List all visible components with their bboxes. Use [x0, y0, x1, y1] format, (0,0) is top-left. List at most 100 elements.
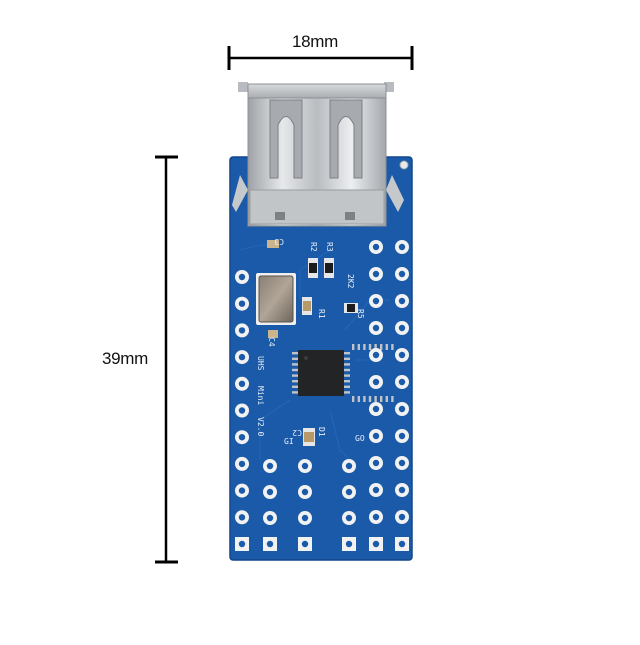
header-pad — [235, 403, 249, 418]
header-pad — [235, 323, 249, 338]
header-pad — [369, 456, 383, 470]
silk-c3: C3 — [274, 237, 284, 246]
silk-go: GO — [355, 434, 365, 443]
header-pad — [342, 537, 356, 551]
width-dimension-label: 18mm — [292, 32, 339, 51]
microcontroller-chip — [292, 344, 394, 402]
chip-pin — [344, 368, 350, 372]
header-pad — [342, 459, 356, 473]
header-pad — [263, 537, 277, 551]
header-pad — [369, 537, 383, 551]
diode-d1 — [303, 428, 315, 446]
header-pad — [298, 459, 312, 473]
header-pad — [369, 348, 383, 362]
chip-pin — [391, 396, 394, 402]
chip-pin — [292, 374, 298, 377]
header-pad — [298, 511, 312, 525]
resistor-r2 — [308, 258, 318, 278]
chip-pin — [292, 368, 298, 372]
chip-pin — [363, 344, 366, 350]
header-pad — [395, 294, 409, 308]
chip-pin — [385, 396, 388, 402]
header-pad — [342, 511, 356, 525]
header-pad — [235, 270, 249, 284]
header-pad — [235, 510, 249, 525]
chip-pin — [380, 396, 383, 402]
silk-mini: Mini — [256, 386, 265, 405]
chip-pin — [292, 385, 298, 388]
silk-r5: R5 — [356, 309, 365, 319]
chip-pin — [391, 344, 394, 350]
header-pad — [395, 537, 409, 551]
header-pad — [263, 511, 277, 525]
chip-pin — [368, 344, 372, 350]
header-pad — [369, 321, 383, 335]
header-pad — [369, 510, 383, 524]
chip-pin — [374, 344, 377, 350]
header-pad — [369, 294, 383, 308]
silk-uhs: UHS — [256, 356, 265, 371]
chip-pin — [357, 344, 360, 350]
silk-c4: C4 — [267, 337, 276, 347]
silk-c2: C2 — [292, 428, 302, 437]
chip-pin — [344, 374, 350, 377]
header-pad — [235, 456, 249, 471]
header-pad — [395, 483, 409, 497]
chip-pin — [357, 396, 360, 402]
header-pad — [395, 429, 409, 443]
chip-pin — [368, 396, 372, 402]
silk-r1: R1 — [317, 309, 326, 319]
width-dimension-line — [227, 46, 414, 70]
capacitor-c1 — [302, 297, 312, 315]
chip-pin — [292, 363, 298, 366]
header-pad — [263, 485, 277, 499]
header-pads — [235, 240, 409, 551]
height-dimension-line — [155, 155, 178, 564]
capacitor-c4 — [267, 240, 279, 248]
resistor-r5 — [344, 303, 358, 313]
chip-pin — [374, 396, 377, 402]
silk-2k2: 2K2 — [346, 274, 355, 289]
header-pad — [342, 485, 356, 499]
header-pad — [369, 267, 383, 281]
header-pad — [263, 459, 277, 473]
header-pad — [235, 296, 249, 311]
silk-gi: GI — [284, 437, 294, 446]
chip-pin — [385, 344, 388, 350]
crystal-oscillator — [256, 273, 296, 325]
chip-pin — [363, 396, 366, 402]
silk-r2: R2 — [309, 242, 318, 252]
header-pad — [235, 376, 249, 391]
chip-pin — [352, 344, 355, 350]
chip-pin — [344, 357, 350, 360]
silk-v20: V2.0 — [256, 417, 265, 436]
header-pad — [235, 430, 249, 445]
header-pad — [235, 483, 249, 498]
header-pad — [369, 429, 383, 443]
header-pad — [395, 456, 409, 470]
silkscreen-labels: C3 R2 R3 2K2 R5 R1 C4 UHS Mini V2.0 C2 D… — [256, 237, 365, 446]
chip-pin — [344, 385, 350, 388]
header-pad — [395, 375, 409, 389]
header-pad — [369, 240, 383, 254]
chip-pin — [344, 391, 350, 394]
resistor-r3 — [324, 258, 334, 278]
header-pad — [395, 321, 409, 335]
header-pad — [298, 537, 312, 551]
header-pad — [369, 402, 383, 416]
usb-connector — [232, 82, 404, 227]
capacitor-c5 — [268, 330, 278, 338]
chip-pin — [344, 352, 350, 355]
chip-pin — [352, 396, 355, 402]
header-pad — [395, 267, 409, 281]
chip-pin — [292, 391, 298, 394]
header-pad — [235, 537, 249, 551]
header-pad — [395, 348, 409, 362]
header-pad — [298, 485, 312, 499]
header-pad — [395, 240, 409, 254]
chip-pin — [292, 357, 298, 360]
silk-d1: D1 — [317, 427, 326, 437]
smd-components — [267, 240, 358, 446]
